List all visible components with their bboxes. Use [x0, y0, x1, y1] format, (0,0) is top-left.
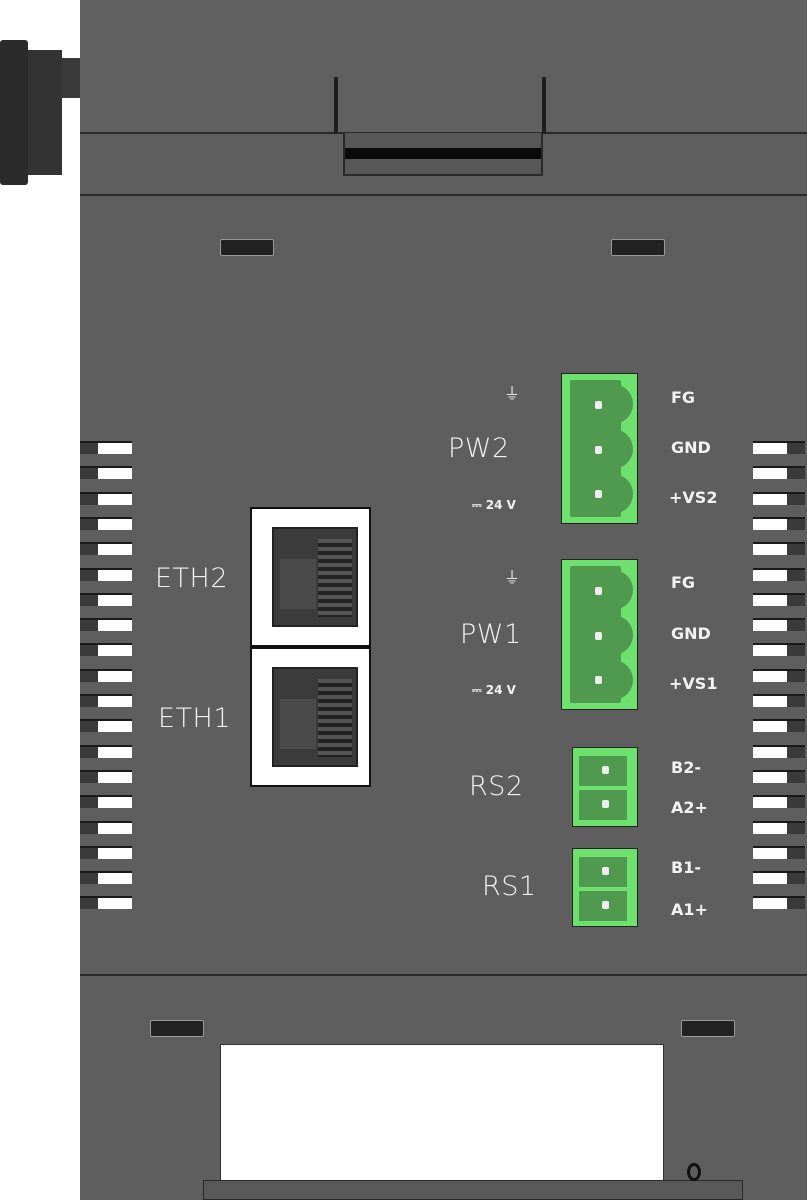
- protective-earth-icon: ⏚: [504, 568, 521, 587]
- pw2-pin-vs: +VS2: [669, 488, 718, 507]
- pw1-label: PW1: [460, 619, 522, 650]
- device-housing: [80, 0, 807, 1200]
- vent-slot: [753, 795, 805, 809]
- vent-slot: [753, 618, 805, 632]
- serial-terminal-rs2[interactable]: [572, 747, 638, 827]
- pw1-pin-gnd: GND: [671, 624, 711, 643]
- mount-slot: [681, 1020, 735, 1037]
- rs2-label: RS2: [469, 771, 524, 802]
- divider: [80, 974, 807, 976]
- power-terminal-pw2[interactable]: [561, 373, 638, 524]
- divider: [80, 194, 807, 196]
- vent-slot: [753, 744, 805, 758]
- latch-hinge-icon: [687, 1163, 701, 1181]
- vent-slot: [80, 845, 132, 859]
- vent-slot: [80, 896, 132, 910]
- vent-slot: [753, 592, 805, 606]
- vent-slot: [80, 516, 132, 530]
- vent-slot: [80, 668, 132, 682]
- pw1-pin-fg: FG: [671, 573, 696, 592]
- mount-slot: [150, 1020, 204, 1037]
- vent-slot: [80, 719, 132, 733]
- vent-slot: [80, 567, 132, 581]
- side-connector: [0, 40, 80, 185]
- power-terminal-pw1[interactable]: [561, 559, 638, 710]
- vent-slot: [753, 491, 805, 505]
- vent-slot: [753, 896, 805, 910]
- vent-slot: [80, 769, 132, 783]
- vent-slot: [80, 820, 132, 834]
- vent-slot: [80, 744, 132, 758]
- pw2-label: PW2: [448, 433, 510, 464]
- pw2-pin-fg: FG: [671, 388, 696, 407]
- vent-slot: [80, 491, 132, 505]
- rs2-pin-b: B2-: [671, 758, 701, 777]
- vent-slot: [753, 567, 805, 581]
- vent-slot: [753, 845, 805, 859]
- vent-slot: [753, 542, 805, 556]
- vent-slot: [753, 643, 805, 657]
- dc-symbol-icon: ⎓: [472, 498, 482, 512]
- pw1-pin-vs: +VS1: [669, 674, 718, 693]
- din-clip-notch: [343, 133, 543, 176]
- mount-slot: [220, 239, 274, 256]
- rs1-pin-a: A1+: [671, 900, 708, 919]
- vent-slot: [753, 694, 805, 707]
- vent-slot: [80, 592, 132, 606]
- label-window: [220, 1044, 664, 1181]
- notch-edge: [334, 77, 338, 133]
- mount-slot: [611, 239, 665, 256]
- pw2-pin-gnd: GND: [671, 438, 711, 457]
- serial-terminal-rs1[interactable]: [572, 848, 638, 927]
- eth1-label: ETH1: [158, 703, 232, 734]
- top-section: [80, 0, 807, 133]
- vent-slot: [80, 466, 132, 480]
- notch-edge: [542, 77, 546, 133]
- vent-slot: [753, 466, 805, 480]
- vent-slot: [80, 643, 132, 657]
- bottom-latch: [203, 1180, 743, 1200]
- vent-slot: [753, 820, 805, 834]
- rs1-label: RS1: [482, 871, 537, 902]
- rs2-pin-a: A2+: [671, 798, 708, 817]
- vent-slot: [753, 668, 805, 682]
- dc-symbol-icon: ⎓: [472, 683, 482, 697]
- protective-earth-icon: ⏚: [504, 384, 521, 403]
- ethernet-port-eth2[interactable]: [250, 507, 371, 647]
- rs1-pin-b: B1-: [671, 858, 701, 877]
- vent-slot: [753, 769, 805, 783]
- vent-slot: [80, 542, 132, 556]
- ethernet-port-eth1[interactable]: [250, 647, 371, 787]
- vent-slot: [80, 618, 132, 632]
- vent-slot: [753, 441, 805, 454]
- vent-slot: [753, 516, 805, 530]
- vent-slot: [753, 871, 805, 885]
- vent-slot: [80, 694, 132, 707]
- vent-slot: [80, 871, 132, 885]
- vent-slot: [80, 795, 132, 809]
- pw1-voltage: ⎓ 24 V: [472, 683, 516, 697]
- eth2-label: ETH2: [155, 563, 229, 594]
- pw2-voltage: ⎓ 24 V: [472, 498, 516, 512]
- vent-slot: [80, 441, 132, 454]
- vent-slot: [753, 719, 805, 733]
